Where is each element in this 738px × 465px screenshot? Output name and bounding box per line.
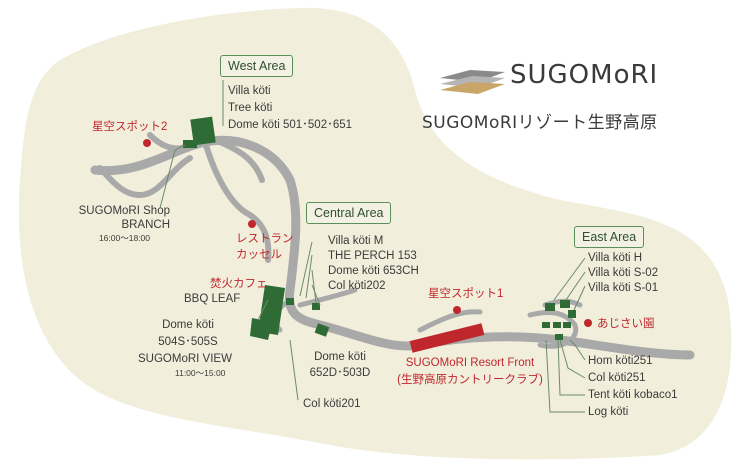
- east-cabin-3: [563, 322, 571, 328]
- area-label-west: West Area: [220, 55, 294, 77]
- star-spot-1-label: 星空スポット1: [428, 288, 504, 300]
- leader-lines: [159, 80, 586, 413]
- west-branch-road: [147, 132, 188, 152]
- central-villa-list: Villa köti M THE PERCH 153 Dome köti 653…: [328, 234, 419, 293]
- ajisai-marker: [584, 319, 592, 327]
- hom-251-label: Hom köti251: [588, 355, 653, 367]
- sugomori-view-label: SUGOMoRI VIEW: [138, 353, 232, 365]
- log-koti-label: Log köti: [588, 406, 629, 418]
- stacked-layers-logo: [440, 70, 505, 94]
- place-label: レストラン: [236, 233, 294, 245]
- place-label: Villa köti S-02: [588, 267, 659, 279]
- west-villa-cluster: [190, 116, 216, 146]
- resort-title: SUGOMoRIリゾート生野高原: [422, 113, 658, 133]
- tent-kobaco-label: Tent köti kobaco1: [588, 389, 678, 401]
- col-251-label: Col köti251: [588, 372, 646, 384]
- west-loop-road: [97, 155, 193, 198]
- star-spot1-road: [417, 309, 483, 333]
- place-label: BRANCH: [121, 219, 170, 231]
- east-villa-list: Villa köti H Villa köti S-02 Villa köti …: [588, 251, 658, 295]
- restaurant-marker: [248, 220, 256, 228]
- place-label: Dome köti: [162, 319, 214, 331]
- dome-652d-503d: [314, 323, 330, 337]
- west-villa-list: Villa köti Tree köti Dome köti 501･502･6…: [228, 84, 352, 132]
- dome-652-label: Dome köti 652D･503D: [300, 350, 380, 380]
- star-spot-1-marker: [453, 306, 461, 314]
- resort-front-label: SUGOMoRI Resort Front (生野高原カントリークラブ): [395, 356, 545, 387]
- place-label: THE PERCH 153: [328, 250, 417, 262]
- brand-name: SUGOMoRI: [510, 60, 659, 90]
- place-label: 652D･503D: [309, 367, 371, 379]
- place-label: 504S･505S: [158, 336, 218, 348]
- central-spur-road: [297, 287, 358, 308]
- resort-front-building: [409, 323, 485, 353]
- place-label: Villa köti M: [328, 235, 384, 247]
- restaurant-label: レストラン カッセル: [236, 232, 294, 262]
- east-cabin-4: [555, 334, 563, 340]
- place-label: Dome köti 501･502･651: [228, 119, 353, 131]
- shop-branch-label: SUGOMoRI Shop BRANCH: [60, 204, 170, 232]
- bonfire-cafe-label: 焚火カフェ: [210, 278, 268, 290]
- point-markers: [143, 139, 592, 327]
- star-spot-2-label: 星空スポット2: [92, 121, 168, 133]
- place-label: Villa köti H: [588, 252, 643, 264]
- place-label: Villa köti: [228, 85, 271, 97]
- place-label: カッセル: [236, 249, 282, 261]
- east-cabin-2: [553, 322, 561, 328]
- shop-hours: 16:00～18:00: [98, 233, 150, 243]
- sugomori-view-building: [250, 318, 272, 340]
- restaurant-road: [202, 139, 272, 263]
- place-label: SUGOMoRI Shop: [78, 205, 170, 217]
- place-label: Dome köti: [314, 351, 366, 363]
- place-label: (生野高原カントリークラブ): [397, 374, 543, 386]
- place-label: Dome köti 653CH: [328, 265, 419, 277]
- east-loop-road: [527, 310, 579, 349]
- area-label-east: East Area: [574, 226, 645, 248]
- place-label: SUGOMoRI Resort Front: [405, 357, 535, 369]
- place-label: Villa köti S-01: [588, 282, 659, 294]
- dome-653ch: [312, 303, 320, 310]
- star-spot-2-marker: [143, 139, 151, 147]
- east-villa-s01: [568, 310, 576, 318]
- dome-504-label: Dome köti 504S･505S: [148, 318, 228, 349]
- bbq-leaf-label: BBQ LEAF: [184, 293, 241, 305]
- east-cabin-1: [542, 322, 550, 328]
- area-label-central: Central Area: [306, 202, 392, 224]
- east-villa-h: [545, 303, 555, 311]
- buildings: [183, 116, 576, 340]
- north-branch-road: [212, 137, 265, 183]
- shop-branch-building: [183, 140, 197, 148]
- place-label: Col köti202: [328, 280, 386, 292]
- ajisai-label: あじさい園: [597, 318, 655, 330]
- central-villa-m: [286, 298, 294, 305]
- east-villa-s02: [560, 300, 570, 308]
- col-201-label: Col köti201: [303, 398, 361, 410]
- view-hours: 11:00～15:00: [175, 368, 226, 378]
- place-label: Tree köti: [228, 102, 273, 114]
